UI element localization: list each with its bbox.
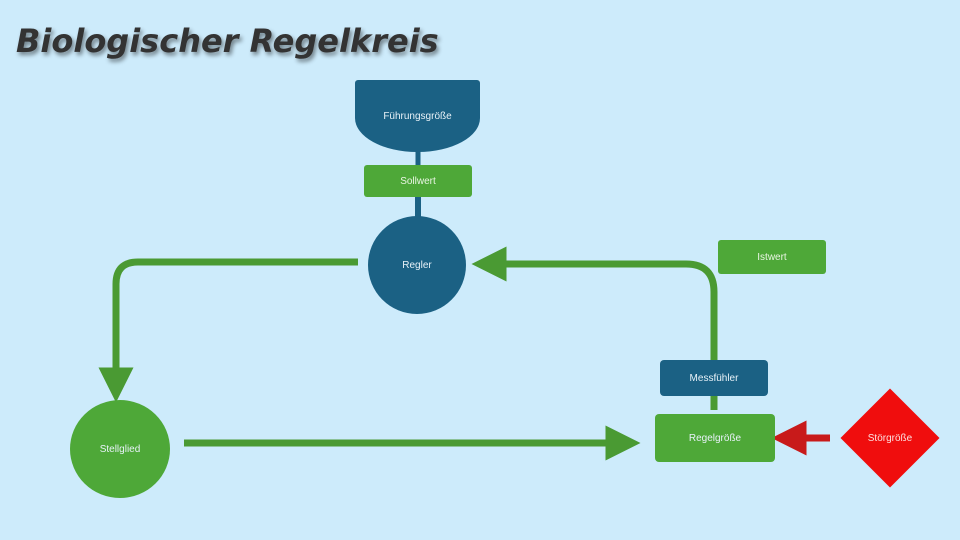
fuehrungsgroesse-label: Führungsgröße bbox=[383, 110, 452, 122]
messfuehler-node: Messfühler bbox=[660, 360, 768, 396]
regelgroesse-node: Regelgröße bbox=[655, 414, 775, 462]
regelgroesse-label: Regelgröße bbox=[688, 432, 742, 444]
sollwert-label-box: Sollwert bbox=[364, 165, 472, 197]
stellglied-label: Stellglied bbox=[99, 443, 141, 455]
stoergroesse-label: Störgröße bbox=[867, 432, 913, 444]
regler-node: Regler bbox=[368, 216, 466, 314]
istwert-label-box: Istwert bbox=[718, 240, 826, 274]
arrow-messfuehler-regler bbox=[471, 246, 718, 410]
arrow-regler-stellglied bbox=[98, 258, 358, 403]
fuehrungsgroesse-node: Führungsgröße bbox=[355, 80, 480, 152]
messfuehler-label: Messfühler bbox=[689, 372, 739, 384]
stoergroesse-node: Störgröße bbox=[840, 388, 940, 488]
stellglied-node: Stellglied bbox=[70, 400, 170, 498]
istwert-label: Istwert bbox=[757, 251, 787, 263]
regler-label: Regler bbox=[402, 259, 432, 271]
sollwert-label: Sollwert bbox=[400, 175, 436, 187]
diagram-title: Biologischer Regelkreis bbox=[16, 22, 439, 60]
